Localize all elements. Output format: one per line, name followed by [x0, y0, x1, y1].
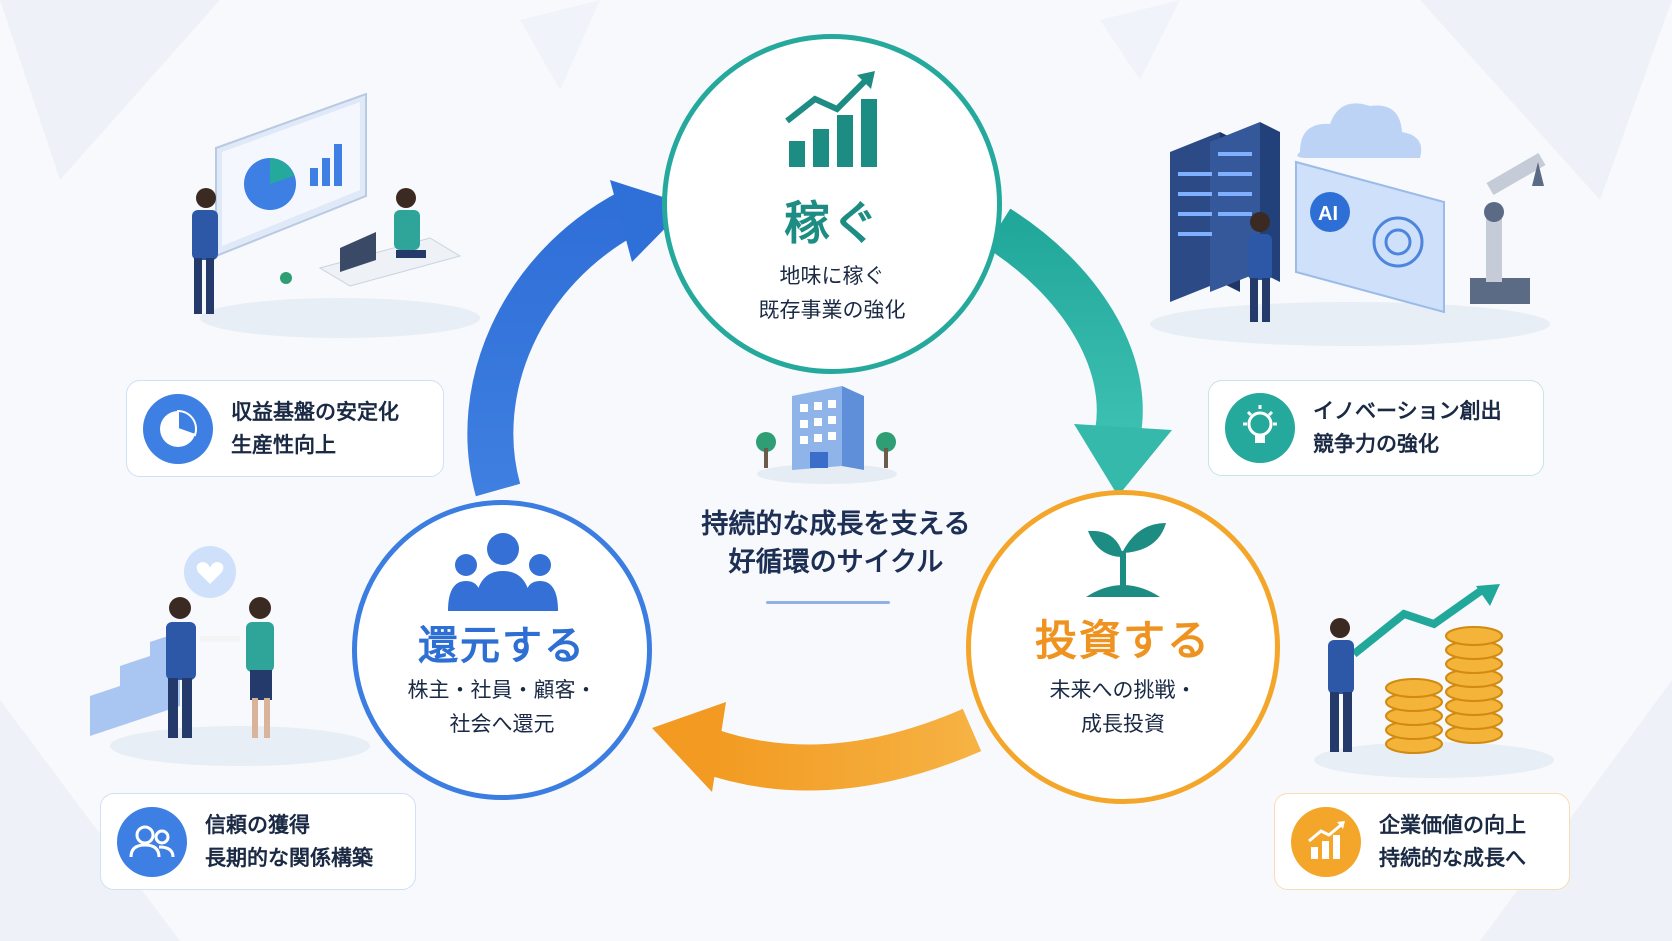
center-divider — [766, 601, 890, 604]
card-value-text: 企業価値の向上 持続的な成長へ — [1379, 809, 1561, 875]
office-presentation-illustration — [192, 92, 480, 338]
return-title: 還元する — [418, 623, 586, 669]
invest-line-1: 未来への挑戦・ — [1049, 678, 1197, 702]
people-group-icon — [448, 533, 558, 611]
invest-description: 未来への挑戦・ 成長投資 — [971, 673, 1275, 741]
return-description: 株主・社員・顧客・ 社会へ還元 — [357, 673, 647, 741]
earn-description: 地味に稼ぐ 既存事業の強化 — [667, 259, 997, 327]
arrow-head-teal — [1074, 424, 1172, 496]
earn-title: 稼ぐ — [784, 196, 880, 250]
earn-circle: 稼ぐ 地味に稼ぐ 既存事業の強化 — [662, 34, 1002, 374]
coin-stack-small — [1385, 678, 1443, 754]
sprout-icon — [1086, 523, 1166, 597]
coin-stack-large — [1445, 626, 1503, 744]
server-rack-icon — [1170, 122, 1280, 302]
cloud-icon — [1297, 103, 1422, 158]
earn-line-2: 既存事業の強化 — [758, 298, 906, 322]
center-caption: 持続的な成長を支える 好循環のサイクル — [636, 506, 1036, 582]
arrow-invest-to-return — [698, 708, 982, 791]
card-stability-line-1: 収益基盤の安定化 — [231, 399, 399, 424]
handshake-trust-illustration — [90, 546, 370, 766]
robot-arm-icon — [1470, 152, 1546, 304]
card-trust-line-2: 長期的な関係構築 — [205, 845, 373, 870]
center-line-1: 持続的な成長を支える — [701, 509, 971, 540]
arrow-earn-to-invest — [985, 208, 1143, 436]
arrow-head-orange — [652, 702, 726, 792]
people-icon — [117, 806, 187, 877]
arrow-return-to-earn — [467, 191, 642, 497]
return-circle: 還元する 株主・社員・顧客・ 社会へ還元 — [352, 500, 652, 800]
card-innovation-text: イノベーション創出 競争力の強化 — [1313, 395, 1535, 461]
invest-title: 投資する — [1034, 616, 1211, 665]
card-innovation-line-1: イノベーション創出 — [1313, 399, 1502, 423]
card-innovation-line-2: 競争力の強化 — [1313, 432, 1439, 456]
card-trust-line-1: 信頼の獲得 — [205, 812, 310, 837]
earn-line-1: 地味に稼ぐ — [779, 264, 885, 288]
office-building-icon — [756, 386, 897, 484]
card-innovation: イノベーション創出 競争力の強化 — [1208, 380, 1544, 476]
growth-bar-chart-icon — [785, 71, 877, 167]
card-stability: 収益基盤の安定化 生産性向上 — [126, 380, 444, 477]
invest-circle: 投資する 未来への挑戦・ 成長投資 — [966, 490, 1280, 804]
servers-ai-robot-illustration: AI — [1150, 103, 1550, 346]
return-line-2: 社会へ還元 — [449, 712, 555, 736]
card-stability-line-2: 生産性向上 — [231, 432, 336, 457]
card-value: 企業価値の向上 持続的な成長へ — [1274, 793, 1570, 890]
growth-chart-icon — [1291, 806, 1361, 877]
card-value-line-2: 持続的な成長へ — [1379, 845, 1526, 870]
invest-line-2: 成長投資 — [1081, 712, 1165, 736]
ai-screen-label: AI — [1318, 203, 1338, 225]
card-trust: 信頼の獲得 長期的な関係構築 — [100, 793, 416, 890]
pie-chart-icon — [143, 393, 213, 464]
investment-coins-illustration — [1314, 584, 1554, 778]
lightbulb-icon — [1225, 393, 1295, 463]
card-stability-text: 収益基盤の安定化 生産性向上 — [231, 396, 435, 462]
card-value-line-1: 企業価値の向上 — [1379, 812, 1526, 837]
center-line-2: 好循環のサイクル — [728, 547, 944, 578]
return-line-1: 株主・社員・顧客・ — [407, 678, 597, 702]
card-trust-text: 信頼の獲得 長期的な関係構築 — [205, 809, 407, 875]
